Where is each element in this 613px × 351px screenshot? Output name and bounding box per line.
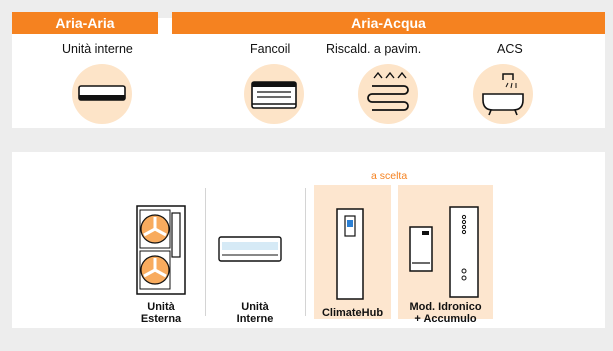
acs-label: ACS bbox=[497, 42, 523, 56]
mod-idronico-label: Mod. Idronico + Accumulo bbox=[409, 301, 482, 325]
bathtub-icon bbox=[473, 64, 533, 124]
unita-interne-bottom-label: Unità Interne bbox=[236, 301, 274, 325]
riscaldamento-label: Riscald. a pavim. bbox=[326, 42, 422, 56]
hydro-module-tank-icon bbox=[409, 206, 479, 298]
components-panel bbox=[12, 152, 605, 328]
fancoil-label: Fancoil bbox=[250, 42, 291, 56]
unita-interne-label: Unità interne bbox=[62, 42, 133, 56]
fancoil-icon bbox=[244, 64, 304, 124]
indoor-unit-icon bbox=[218, 236, 282, 262]
separator bbox=[305, 188, 306, 316]
climatehub-label: ClimateHub bbox=[321, 307, 384, 319]
outdoor-unit-icon bbox=[136, 205, 186, 295]
aria-aria-tag: Aria-Aria bbox=[12, 12, 158, 34]
climatehub-icon bbox=[336, 208, 364, 300]
wall-split-unit-icon bbox=[72, 64, 132, 124]
aria-acqua-tag: Aria-Acqua bbox=[172, 12, 605, 34]
separator bbox=[205, 188, 206, 316]
unita-esterna-label: Unità Esterna bbox=[140, 301, 182, 325]
floor-heating-icon bbox=[358, 64, 418, 124]
a-scelta-label: a scelta bbox=[371, 170, 408, 182]
